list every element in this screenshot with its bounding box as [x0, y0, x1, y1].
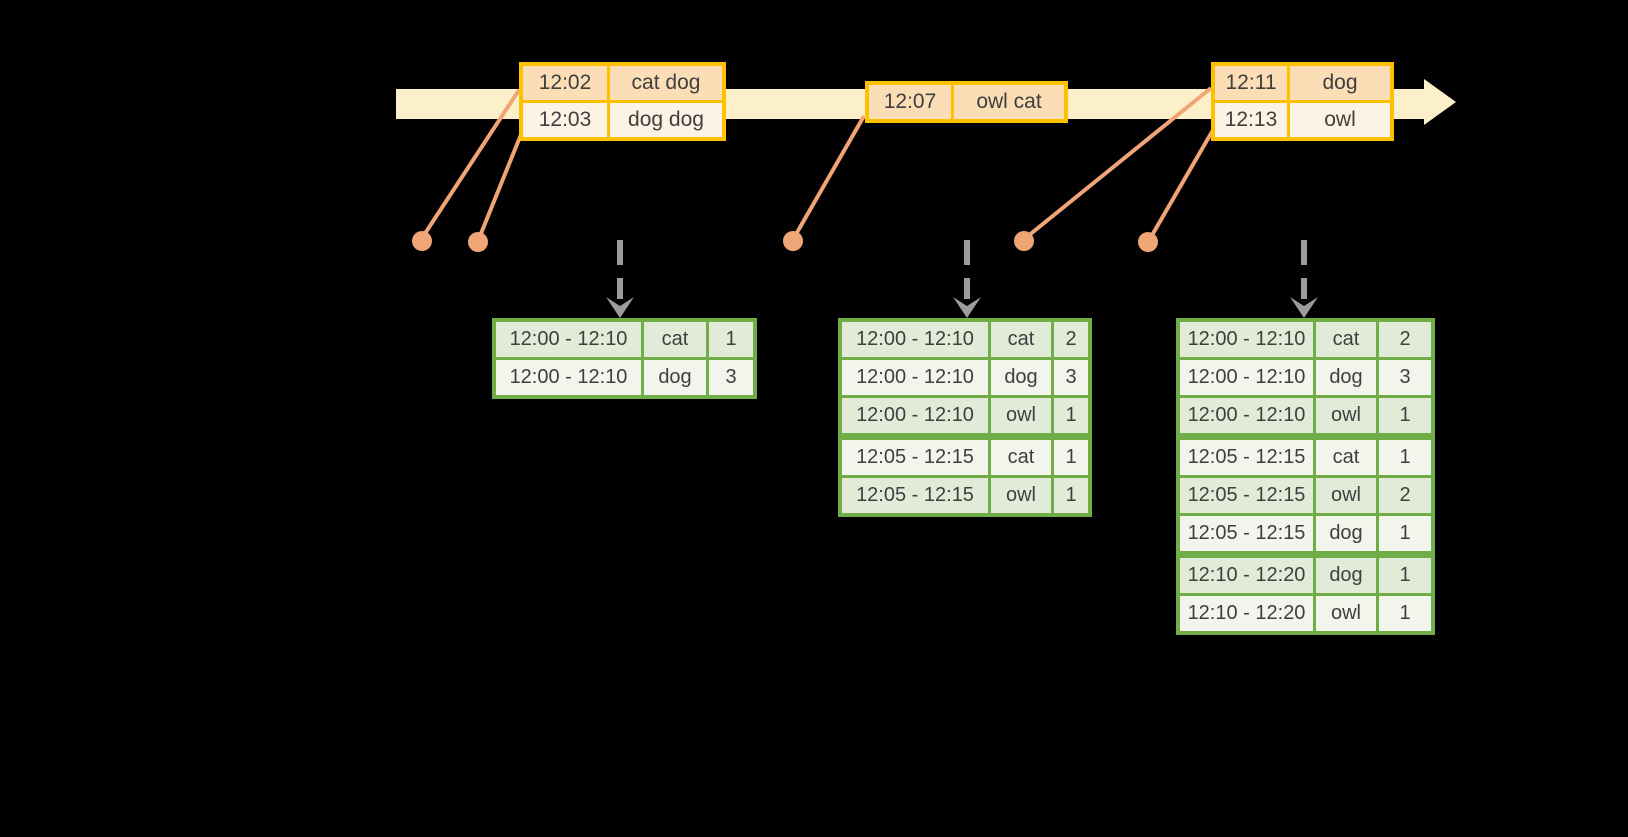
result-window-cell: 12:05 - 12:15: [1180, 440, 1313, 475]
result-window-cell: 12:00 - 12:10: [842, 360, 988, 395]
result-count-cell: 1: [1379, 516, 1431, 551]
event-line: [478, 131, 524, 237]
result-count-cell: 1: [1379, 558, 1431, 593]
result-word-cell: dog: [991, 360, 1051, 395]
result-window-cell: 12:05 - 12:15: [1180, 516, 1313, 551]
result-window-cell: 12:05 - 12:15: [1180, 478, 1313, 513]
event-words-cell: dog: [1290, 66, 1390, 100]
result-count-cell: 2: [1054, 322, 1088, 357]
event-dot-icon: [1138, 232, 1158, 252]
result-window-cell: 12:00 - 12:10: [1180, 360, 1313, 395]
result-word-cell: dog: [644, 360, 706, 395]
event-dot-icon: [783, 231, 803, 251]
result-window-cell: 12:05 - 12:15: [842, 478, 988, 513]
event-time-cell: 12:11: [1215, 66, 1287, 100]
result-count-cell: 3: [1379, 360, 1431, 395]
result-word-cell: cat: [991, 440, 1051, 475]
result-window-cell: 12:00 - 12:10: [842, 398, 988, 433]
result-word-cell: dog: [1316, 558, 1376, 593]
result-count-cell: 1: [1379, 440, 1431, 475]
result-word-cell: cat: [1316, 440, 1376, 475]
result-word-cell: cat: [1316, 322, 1376, 357]
result-window-cell: 12:00 - 12:10: [496, 322, 641, 357]
result-window-cell: 12:00 - 12:10: [496, 360, 641, 395]
event-dot-icon: [1014, 231, 1034, 251]
result-window-cell: 12:00 - 12:10: [1180, 322, 1313, 357]
event-line: [793, 115, 866, 237]
result-word-cell: owl: [1316, 398, 1376, 433]
result-count-cell: 3: [709, 360, 753, 395]
result-count-cell: 1: [1054, 440, 1088, 475]
result-window-cell: 12:05 - 12:15: [842, 440, 988, 475]
event-words-cell: owl: [1290, 103, 1390, 137]
event-words-cell: cat dog: [610, 66, 722, 100]
result-count-cell: 1: [709, 322, 753, 357]
result-word-cell: owl: [1316, 478, 1376, 513]
trigger-arrowhead-icon: [606, 297, 634, 318]
event-time-cell: 12:07: [869, 85, 951, 119]
result-word-cell: cat: [991, 322, 1051, 357]
result-word-cell: owl: [1316, 596, 1376, 631]
event-dots: [412, 231, 1158, 252]
result-count-cell: 3: [1054, 360, 1088, 395]
result-word-cell: owl: [991, 398, 1051, 433]
result-count-cell: 1: [1379, 398, 1431, 433]
result-word-cell: cat: [644, 322, 706, 357]
trigger-arrowhead-icon: [1290, 297, 1318, 318]
event-dot-icon: [412, 231, 432, 251]
event-dot-icon: [468, 232, 488, 252]
result-count-cell: 1: [1379, 596, 1431, 631]
result-count-cell: 1: [1054, 478, 1088, 513]
event-time-cell: 12:02: [523, 66, 607, 100]
result-word-cell: dog: [1316, 516, 1376, 551]
trigger-arrowhead-icon: [953, 297, 981, 318]
result-count-cell: 1: [1054, 398, 1088, 433]
result-window-cell: 12:10 - 12:20: [1180, 596, 1313, 631]
event-time-cell: 12:13: [1215, 103, 1287, 137]
result-window-cell: 12:00 - 12:10: [1180, 398, 1313, 433]
result-window-cell: 12:00 - 12:10: [842, 322, 988, 357]
event-time-cell: 12:03: [523, 103, 607, 137]
trigger-arrows: [606, 240, 1318, 318]
event-words-cell: owl cat: [954, 85, 1064, 119]
result-word-cell: dog: [1316, 360, 1376, 395]
timeline-arrowhead-icon: [1424, 79, 1456, 125]
result-window-cell: 12:10 - 12:20: [1180, 558, 1313, 593]
result-count-cell: 2: [1379, 322, 1431, 357]
result-word-cell: owl: [991, 478, 1051, 513]
event-line: [1149, 128, 1215, 239]
event-words-cell: dog dog: [610, 103, 722, 137]
result-count-cell: 2: [1379, 478, 1431, 513]
